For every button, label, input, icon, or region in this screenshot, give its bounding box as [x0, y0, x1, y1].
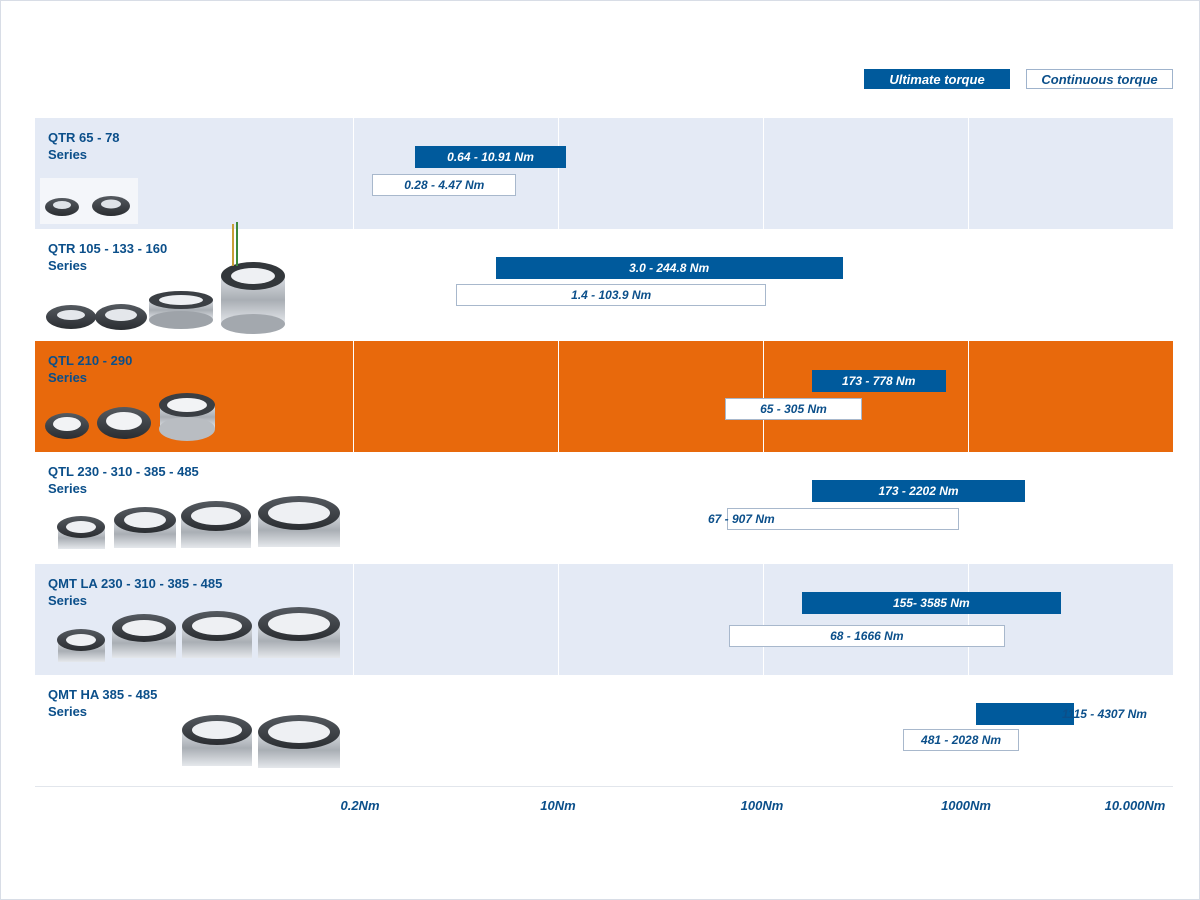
product-qtr-65-78-image: [40, 178, 138, 224]
row-qtr-105-133-160: QTR 105 - 133 - 160 Series: [35, 229, 1173, 341]
continuous-torque-label: 65 - 305 Nm: [760, 402, 827, 416]
series-name: QMT HA 385 - 485: [48, 687, 158, 702]
ultimate-torque-bar: 3.0 - 244.8 Nm: [495, 257, 843, 279]
row-label: QMT LA 230 - 310 - 385 - 485 Series: [48, 575, 222, 609]
ultimate-torque-bar: [975, 703, 1074, 725]
series-suffix: Series: [48, 481, 88, 496]
series-name: QTL 230 - 310 - 385 - 485: [48, 464, 199, 479]
grid-line: [968, 118, 969, 229]
continuous-torque-bar: 481 - 2028 Nm: [902, 729, 1020, 751]
ultimate-torque-bar: 173 - 2202 Nm: [811, 480, 1026, 502]
ultimate-torque-bar: 155- 3585 Nm: [802, 592, 1061, 614]
row-qtr-65-78: QTR 65 - 78 Series: [35, 118, 1173, 229]
x-tick-label: 10Nm: [540, 798, 576, 813]
x-axis-line: [35, 786, 1173, 787]
row-label: QMT HA 385 - 485 Series: [48, 686, 157, 720]
ultimate-torque-label: 0.64 - 10.91 Nm: [447, 150, 534, 164]
continuous-torque-bar: 0.28 - 4.47 Nm: [372, 174, 517, 196]
ultimate-torque-label: 1115 - 4307 Nm: [1062, 707, 1147, 721]
product-qtl-210-290-image: [45, 393, 215, 441]
series-name: QTR 105 - 133 - 160: [48, 241, 168, 256]
row-label: QTR 105 - 133 - 160 Series: [48, 240, 167, 274]
continuous-torque-bar: 65 - 305 Nm: [724, 398, 863, 420]
series-name: QMT LA 230 - 310 - 385 - 485: [48, 576, 223, 591]
ultimate-torque-label: 155- 3585 Nm: [892, 596, 970, 610]
product-qtr-105-image: [46, 222, 285, 334]
x-tick-label: 10.000Nm: [1104, 798, 1166, 813]
row-qmt-ha: QMT HA 385 - 485 Series: [35, 675, 1173, 786]
row-label: QTL 210 - 290 Series: [48, 352, 132, 386]
legend-continuous-torque: Continuous torque: [1026, 69, 1173, 89]
series-name: QTL 210 - 290: [48, 353, 133, 368]
x-tick-label: 100Nm: [740, 798, 784, 813]
ultimate-torque-label: 173 - 2202 Nm: [878, 484, 959, 498]
grid-line: [353, 564, 354, 675]
grid-line: [763, 118, 764, 229]
row-label: QTR 65 - 78 Series: [48, 129, 120, 163]
ultimate-torque-bar: 173 - 778 Nm: [811, 370, 946, 392]
series-suffix: Series: [48, 593, 88, 608]
series-suffix: Series: [48, 258, 88, 273]
continuous-torque-bar: [727, 508, 960, 530]
row-qtl-230-485: QTL 230 - 310 - 385 - 485 Series: [35, 452, 1173, 564]
x-tick-label: 0.2Nm: [340, 798, 380, 813]
continuous-torque-label: 1.4 - 103.9 Nm: [571, 288, 652, 302]
product-qmt-la-image: [57, 607, 340, 662]
row-qtl-210-290: QTL 210 - 290 Series: [35, 341, 1173, 452]
series-name: QTR 65 - 78: [48, 130, 120, 145]
x-tick-label: 1000Nm: [941, 798, 991, 813]
grid-line: [558, 341, 559, 452]
grid-line: [968, 341, 969, 452]
continuous-torque-label: 68 - 1666 Nm: [830, 629, 904, 643]
ultimate-torque-label: 173 - 778 Nm: [842, 374, 916, 388]
row-label: QTL 230 - 310 - 385 - 485 Series: [48, 463, 199, 497]
product-qmt-ha-image: [182, 715, 340, 768]
continuous-torque-bar: 68 - 1666 Nm: [728, 625, 1005, 647]
ultimate-torque-bar: 0.64 - 10.91 Nm: [415, 146, 566, 168]
continuous-torque-label: 67 - 907 Nm: [708, 512, 775, 526]
ultimate-torque-label: 3.0 - 244.8 Nm: [629, 261, 710, 275]
grid-line: [968, 564, 969, 675]
grid-line: [558, 564, 559, 675]
grid-line: [353, 118, 354, 229]
series-suffix: Series: [48, 704, 88, 719]
grid-line: [558, 118, 559, 229]
legend-ultimate-torque: Ultimate torque: [864, 69, 1010, 89]
continuous-torque-label: 0.28 - 4.47 Nm: [404, 178, 485, 192]
series-suffix: Series: [48, 147, 88, 162]
product-qtl-230-485-image: [57, 496, 340, 549]
grid-line: [763, 341, 764, 452]
grid-line: [353, 341, 354, 452]
grid-line: [763, 564, 764, 675]
continuous-torque-label: 481 - 2028 Nm: [921, 733, 1002, 747]
series-suffix: Series: [48, 370, 88, 385]
continuous-torque-bar: 1.4 - 103.9 Nm: [455, 284, 767, 306]
